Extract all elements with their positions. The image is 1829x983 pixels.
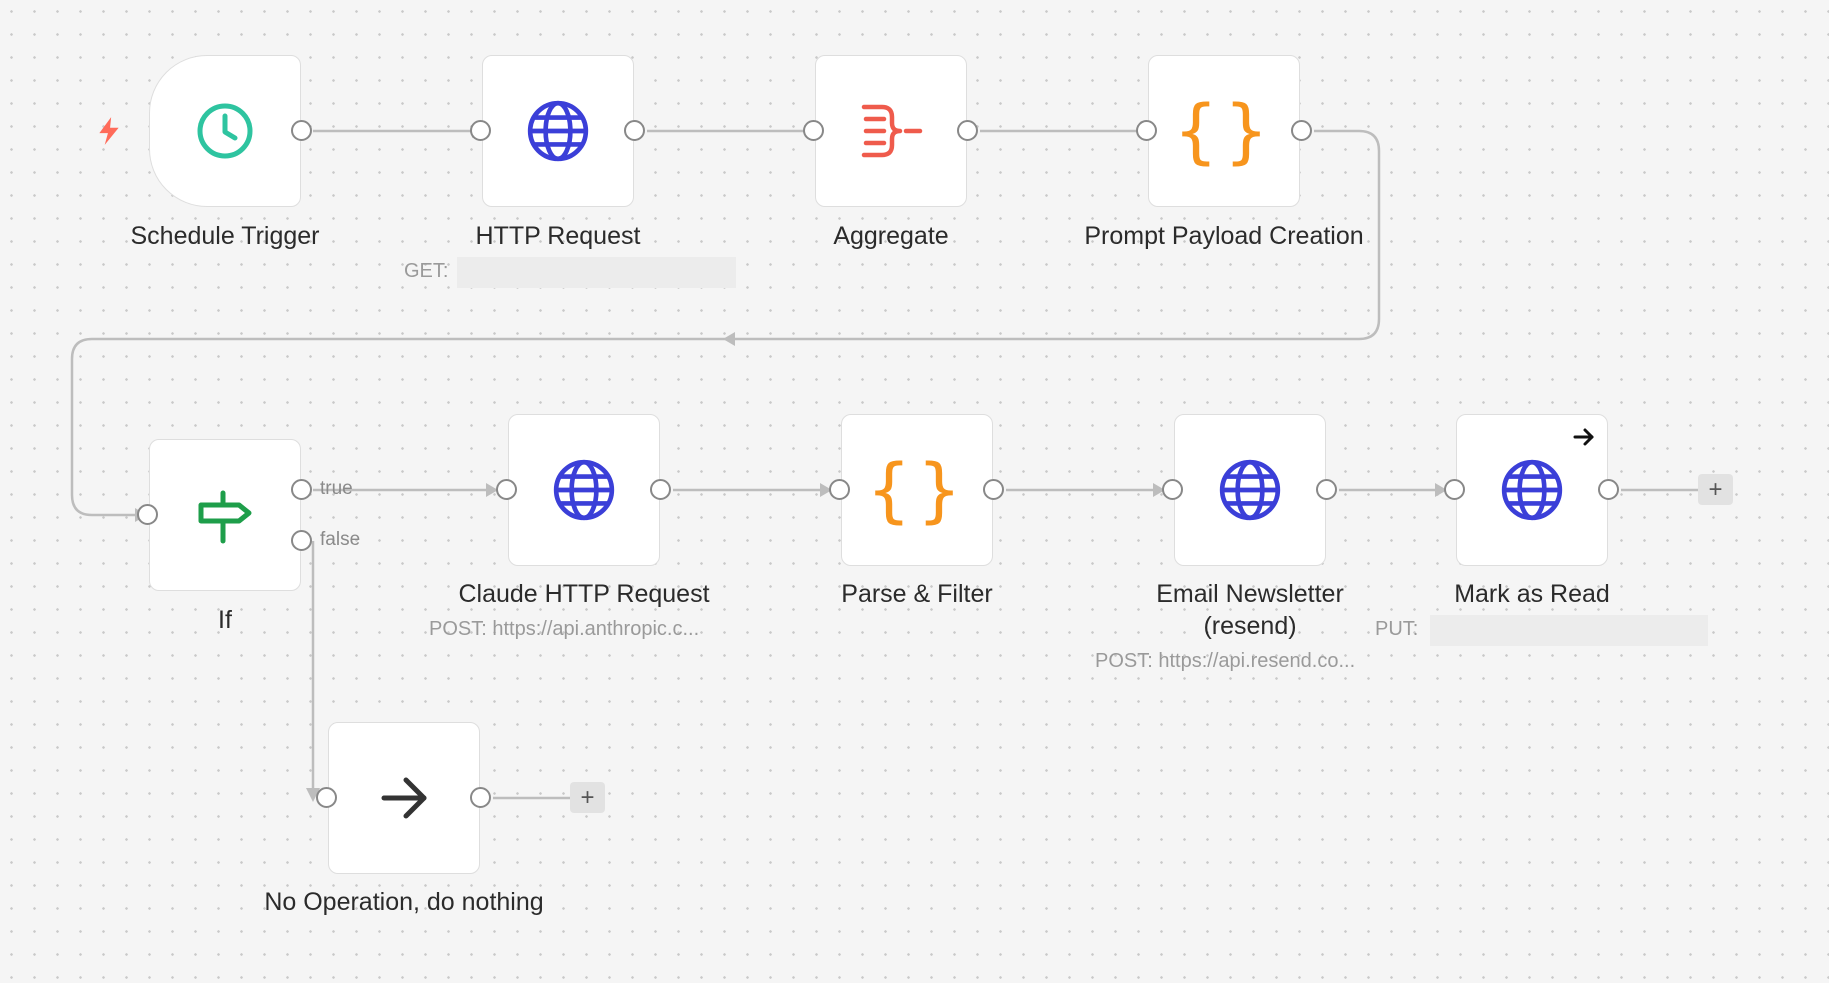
output-handle-true[interactable] bbox=[291, 479, 312, 500]
arrow-right-icon[interactable] bbox=[1571, 425, 1597, 449]
output-handle[interactable] bbox=[291, 120, 312, 141]
node-label: Schedule Trigger bbox=[130, 222, 320, 250]
output-handle[interactable] bbox=[1598, 479, 1619, 500]
node-label: If bbox=[218, 606, 232, 634]
branch-label-true: true bbox=[320, 478, 353, 499]
code-braces-icon: {} bbox=[866, 449, 968, 531]
node-parse-filter[interactable]: {} bbox=[841, 414, 993, 566]
output-handle-false[interactable] bbox=[291, 530, 312, 551]
node-mark-as-read[interactable] bbox=[1456, 414, 1608, 566]
globe-icon bbox=[553, 459, 615, 521]
input-handle[interactable] bbox=[1444, 479, 1465, 500]
add-node-button[interactable]: + bbox=[1698, 474, 1733, 505]
node-subtitle: PUT: bbox=[1375, 618, 1419, 640]
globe-icon bbox=[527, 100, 589, 162]
arrowhead bbox=[486, 483, 498, 497]
input-handle[interactable] bbox=[496, 479, 517, 500]
input-handle[interactable] bbox=[137, 504, 158, 525]
node-label: (resend) bbox=[1203, 612, 1297, 640]
arrowhead bbox=[820, 483, 832, 497]
code-braces-icon: {} bbox=[1173, 90, 1275, 172]
arrowhead bbox=[1435, 483, 1447, 497]
arrowhead bbox=[723, 332, 735, 346]
node-schedule-trigger[interactable] bbox=[149, 55, 301, 207]
output-handle[interactable] bbox=[957, 120, 978, 141]
input-handle[interactable] bbox=[829, 479, 850, 500]
redacted-url bbox=[1430, 615, 1708, 646]
input-handle[interactable] bbox=[803, 120, 824, 141]
node-prompt-payload[interactable]: {} bbox=[1148, 55, 1300, 207]
node-label: Mark as Read bbox=[1454, 580, 1610, 608]
node-subtitle: GET: bbox=[404, 260, 449, 282]
node-label: No Operation, do nothing bbox=[264, 888, 544, 916]
bolt-icon bbox=[99, 117, 119, 145]
node-no-operation[interactable] bbox=[328, 722, 480, 874]
node-label: Parse & Filter bbox=[841, 580, 993, 608]
redacted-url bbox=[457, 257, 736, 288]
output-handle[interactable] bbox=[624, 120, 645, 141]
node-aggregate[interactable] bbox=[815, 55, 967, 207]
input-handle[interactable] bbox=[316, 787, 337, 808]
input-handle[interactable] bbox=[1136, 120, 1157, 141]
globe-icon bbox=[1501, 459, 1563, 521]
node-label: Claude HTTP Request bbox=[458, 580, 710, 608]
globe-icon bbox=[1219, 459, 1281, 521]
output-handle[interactable] bbox=[470, 787, 491, 808]
add-node-button[interactable]: + bbox=[570, 782, 605, 813]
node-subtitle: POST: https://api.resend.co... bbox=[1095, 650, 1356, 672]
aggregate-icon bbox=[861, 104, 923, 158]
output-handle[interactable] bbox=[650, 479, 671, 500]
node-if[interactable] bbox=[149, 439, 301, 591]
input-handle[interactable] bbox=[1162, 479, 1183, 500]
node-label: Email Newsletter bbox=[1156, 580, 1344, 608]
output-handle[interactable] bbox=[1291, 120, 1312, 141]
node-claude-http-request[interactable] bbox=[508, 414, 660, 566]
node-label: Aggregate bbox=[833, 222, 949, 250]
node-email-newsletter[interactable] bbox=[1174, 414, 1326, 566]
clock-icon bbox=[197, 103, 253, 159]
arrowhead bbox=[1153, 483, 1165, 497]
node-http-request[interactable] bbox=[482, 55, 634, 207]
node-subtitle: POST: https://api.anthropic.c... bbox=[429, 618, 700, 640]
node-label: HTTP Request bbox=[475, 222, 641, 250]
node-label: Prompt Payload Creation bbox=[1084, 222, 1364, 250]
branch-label-false: false bbox=[320, 529, 361, 550]
output-handle[interactable] bbox=[983, 479, 1004, 500]
arrow-right-icon bbox=[381, 777, 427, 819]
output-handle[interactable] bbox=[1316, 479, 1337, 500]
signpost-icon bbox=[198, 490, 252, 544]
input-handle[interactable] bbox=[470, 120, 491, 141]
